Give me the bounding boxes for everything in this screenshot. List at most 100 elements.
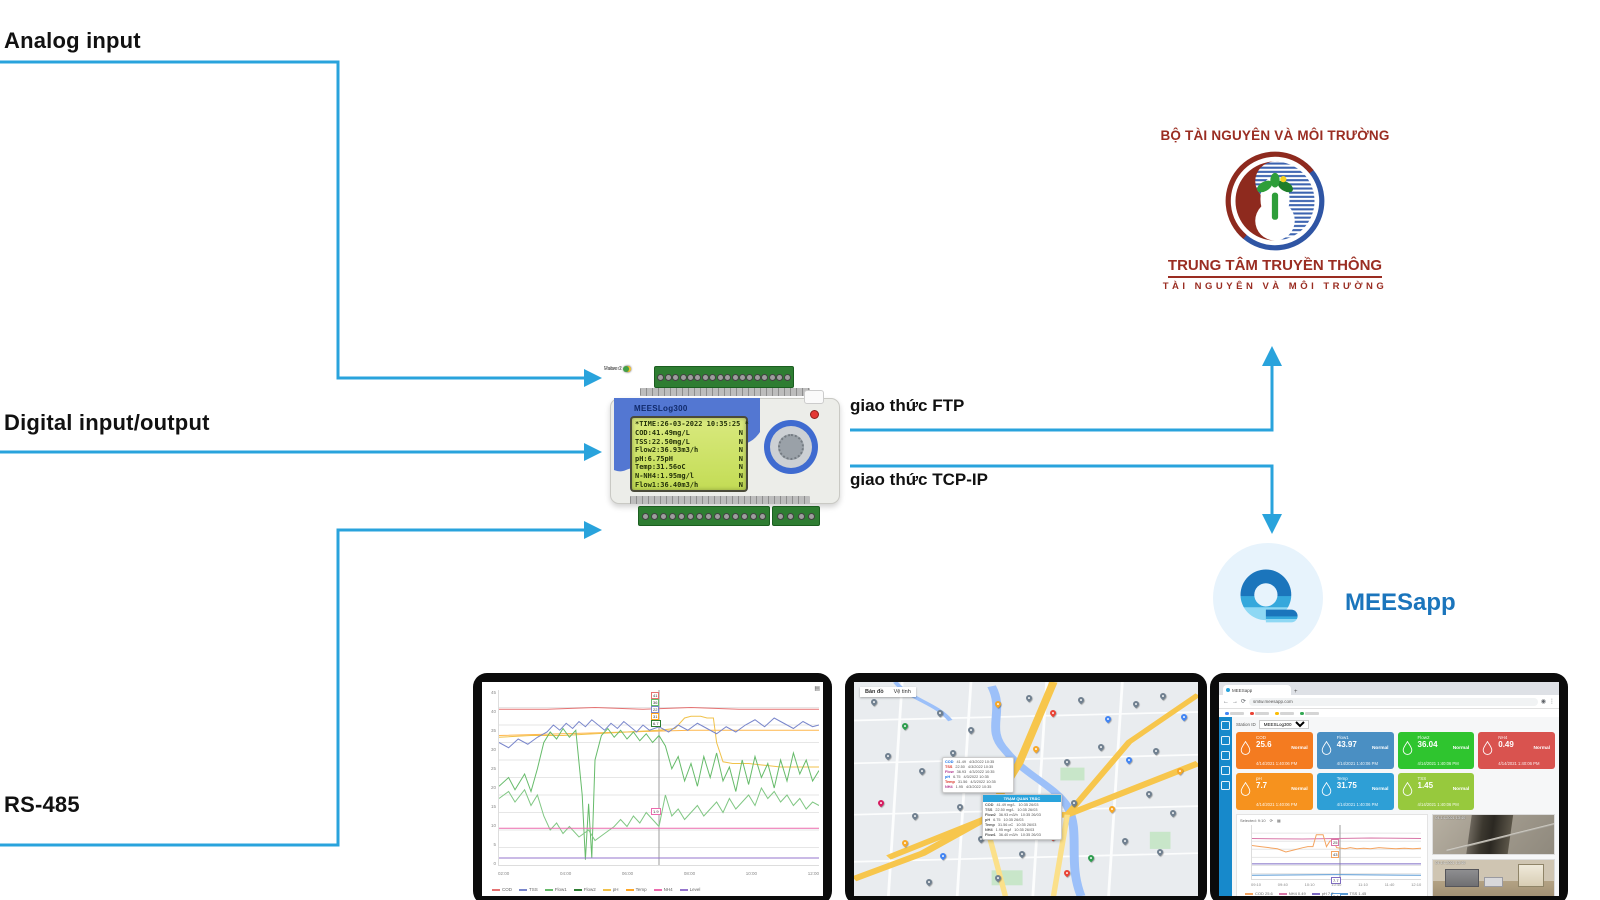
chart-toolbar: Selected: 9:10 ⟳ ▦ (1237, 815, 1427, 825)
sidebar-grid-icon[interactable] (1221, 781, 1230, 790)
sidebar-camera-icon[interactable] (1221, 751, 1230, 760)
ftp-line (850, 366, 1274, 432)
ministry-title: BỘ TÀI NGUYÊN VÀ MÔI TRƯỜNG (1160, 128, 1390, 143)
kpi-card[interactable]: pH 7.7 Normal 4/14/2021 1:40:06 PM (1236, 773, 1313, 810)
kpi-card[interactable]: Flow1 43.97 Normal 4/14/2021 1:40:06 PM (1316, 732, 1394, 769)
kpi-card[interactable]: Temp 31.75 Normal 4/14/2021 1:40:06 PM (1316, 773, 1394, 810)
analog-line (0, 60, 584, 380)
bookmark-item[interactable] (1300, 711, 1319, 716)
camera-timestamp: 04-14-2021 13:40 (1435, 816, 1466, 820)
device-knob[interactable] (764, 420, 818, 474)
droplet-icon (1240, 782, 1251, 796)
station-selector-row: Station ID MEESLog300 (1236, 720, 1555, 729)
droplet-icon (1402, 782, 1412, 796)
browser-tab[interactable]: MEESapp (1223, 685, 1291, 695)
device-reset-button[interactable] (810, 410, 819, 419)
kpi-card[interactable]: COD 25.6 Normal 4/14/2021 1:40:06 PM (1236, 732, 1313, 769)
droplet-icon (1240, 741, 1251, 755)
forward-icon[interactable]: → (1232, 698, 1238, 705)
dashboard-sidebar (1219, 717, 1232, 896)
device-model-label: MEESLog300 (634, 404, 688, 413)
droplet-icon (1321, 782, 1331, 796)
terminal-block-bottom-left (638, 506, 770, 526)
legend-item: Flow2 (573, 887, 596, 892)
tcp-line (850, 464, 1274, 514)
bookmark-item[interactable] (1250, 711, 1269, 716)
dashboard-chart-plot: 25 43 7.7 1.4 (1251, 825, 1422, 896)
sidebar-home-icon[interactable] (1221, 721, 1230, 730)
menu-icon[interactable]: ⋮ (1549, 699, 1555, 705)
cursor-tag: 22 (651, 706, 660, 713)
rs485-line (0, 528, 584, 847)
profile-icon[interactable]: ◉ (1540, 699, 1546, 705)
bottom-label-strip (630, 496, 810, 504)
sidebar-chart-icon[interactable] (1221, 736, 1230, 745)
back-icon[interactable]: ← (1223, 698, 1229, 705)
legend-item: Flow1 (544, 887, 567, 892)
map-button[interactable]: Bản đồ (860, 687, 889, 697)
satellite-button[interactable]: Vệ tinh (888, 687, 916, 697)
legend-item: NH4 (653, 887, 673, 892)
digital-arrow-icon (584, 443, 602, 461)
rs485-label: RS-485 (4, 792, 80, 817)
cursor-tag: 36 (651, 699, 660, 706)
cursor-tag: 41 (651, 692, 660, 699)
reload-icon[interactable]: ⟳ (1241, 699, 1247, 705)
bookmark-item[interactable] (1225, 711, 1244, 716)
cursor-tag: 1.9 (651, 808, 661, 815)
dashboard-body: Station ID MEESLog300 COD (1219, 717, 1559, 896)
chart-export-icon[interactable]: ▦ (1276, 817, 1281, 823)
camera-timestamp: 04-14-2021 13:40 (1435, 860, 1466, 865)
legend-item: TSS 1.45 (1339, 891, 1366, 896)
address-bar[interactable]: smtw.meesapp.com (1249, 697, 1538, 706)
favicon (1226, 688, 1230, 692)
analog-input-label: Analog input (4, 28, 141, 53)
kpi-card[interactable]: NH4 0.49 Normal 4/14/2021 1:40:06 PM (1478, 732, 1555, 769)
chart-refresh-icon[interactable]: ⟳ (1269, 817, 1273, 823)
dashboard-lower: Selected: 9:10 ⟳ ▦ 25 43 7.7 1.4 (1236, 814, 1555, 896)
monre-emblem-icon (1223, 149, 1327, 253)
droplet-icon (1402, 741, 1412, 755)
chart-menu-icon[interactable]: ▤ (814, 686, 820, 692)
meesapp-name: MEESapp (1345, 589, 1456, 616)
camera-feed-2[interactable]: 04-14-2021 13:40 (1432, 858, 1555, 896)
lcd-header: *TIME:26-03-2022 10:35:25 * (635, 420, 749, 428)
digital-io-label: Digital input/output (4, 410, 210, 435)
chart-legend: COD TSS Flow1 Flow2 pH (492, 887, 819, 892)
station-label: Station ID (1236, 722, 1256, 727)
kpi-card[interactable]: TSS 1.45 Normal 4/14/2021 1:40:06 PM (1397, 773, 1475, 810)
monitor-dashboard: MEESapp + ← → ⟳ smtw.meesapp.com ◉ ⋮ (1210, 673, 1568, 900)
camera-feed-1[interactable]: 04-14-2021 13:40 (1432, 814, 1555, 855)
sidebar-settings-icon[interactable] (1221, 766, 1230, 775)
rs485-arrow-icon (584, 521, 602, 539)
dashboard-chart-panel: Selected: 9:10 ⟳ ▦ 25 43 7.7 1.4 (1236, 814, 1429, 896)
new-tab-button[interactable]: + (1294, 689, 1298, 695)
station-select[interactable]: MEESLog300 (1258, 720, 1309, 729)
legend-item: pH 7.7 (1311, 891, 1334, 896)
url-text: smtw.meesapp.com (1253, 699, 1293, 704)
bookmark-item[interactable] (1275, 711, 1294, 716)
cursor-tag: 25 (1331, 839, 1340, 846)
dashboard-chart-legend: COD 25.6 NH4 0.49 pH 7.7 (1245, 891, 1423, 896)
kpi-card[interactable]: Flow2 36.04 Normal 4/14/2021 1:40:06 PM (1397, 732, 1475, 769)
meesapp-logo-icon (1213, 543, 1323, 653)
